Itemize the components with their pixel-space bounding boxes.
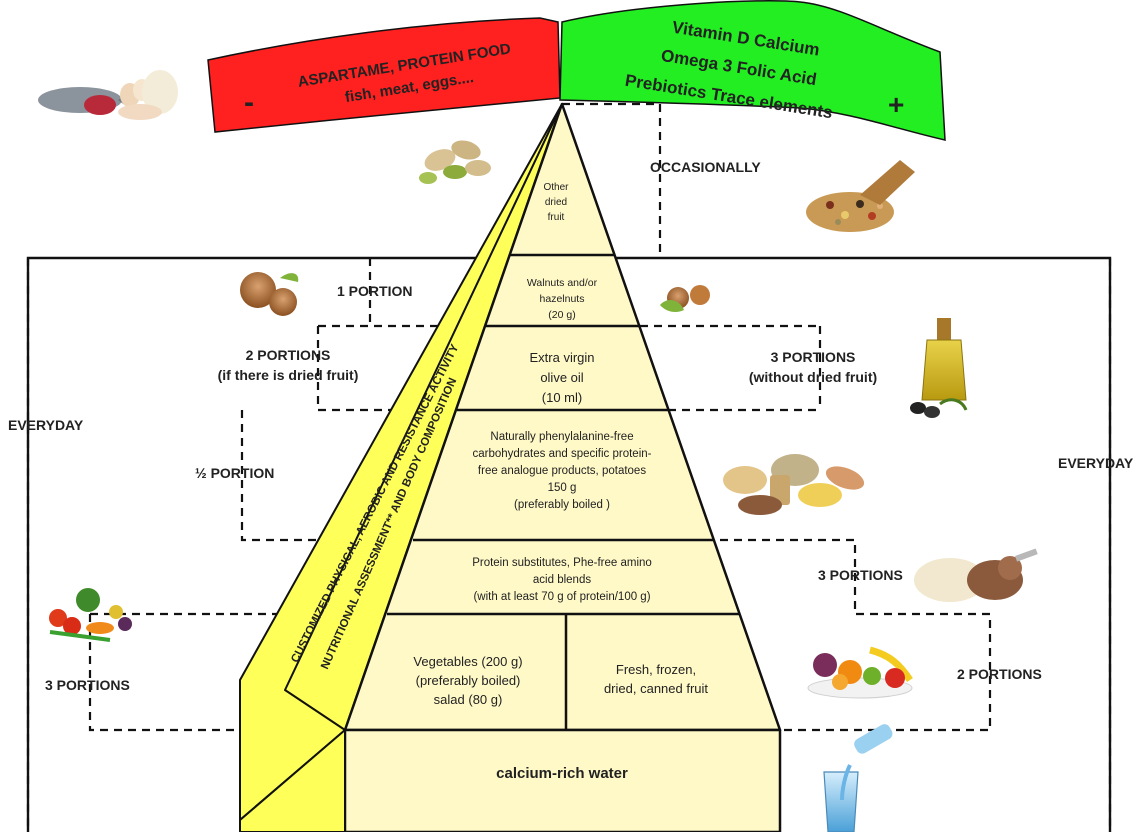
level-fruit: Fresh, frozen, dried, canned fruit: [604, 662, 708, 696]
two-portions-label: 2 PORTIONS: [246, 347, 331, 363]
svg-text:Naturally phenylalanine-free: Naturally phenylalanine-free: [490, 431, 633, 443]
svg-text:acid blends: acid blends: [533, 574, 591, 586]
one-portion-label: 1 PORTION: [337, 283, 412, 299]
fruit-bowl-image: [807, 646, 913, 699]
svg-text:Other: Other: [543, 182, 569, 193]
svg-text:salad (80 g): salad (80 g): [434, 692, 503, 707]
svg-text:(preferably boiled): (preferably boiled): [416, 673, 521, 688]
pistachio-image: [419, 140, 491, 184]
three-portions-oil-note: (without dried fruit): [749, 369, 877, 385]
svg-text:(20 g): (20 g): [548, 309, 575, 321]
svg-text:Walnuts and/or: Walnuts and/or: [527, 277, 598, 289]
svg-text:Vegetables (200 g): Vegetables (200 g): [413, 654, 522, 669]
occasionally-label: OCCASIONALLY: [650, 159, 761, 175]
olive-oil-bottle-image: [910, 318, 968, 418]
positive-banner: [559, 0, 946, 141]
svg-text:(with at least 70 g of protein: (with at least 70 g of protein/100 g): [473, 591, 650, 603]
three-portions-oil-label: 3 PORTIONS: [771, 349, 856, 365]
hazelnut-image: [660, 285, 710, 313]
negative-sign: -: [244, 86, 254, 119]
fish-meat-eggs-image: [38, 70, 178, 120]
svg-text:150 g: 150 g: [548, 482, 577, 494]
two-portions-fruit-label: 2 PORTIONS: [957, 666, 1042, 682]
svg-text:(preferably boiled ): (preferably boiled ): [514, 499, 610, 511]
three-portions-vegetables-label: 3 PORTIONS: [45, 677, 130, 693]
protein-powder-image: [914, 548, 1038, 602]
three-portions-protein-label: 3 PORTIONS: [818, 567, 903, 583]
vegetables-image: [49, 588, 132, 642]
svg-text:fruit: fruit: [548, 212, 565, 223]
svg-text:Extra virgin: Extra virgin: [529, 350, 594, 365]
svg-text:hazelnuts: hazelnuts: [540, 293, 585, 305]
level-olive-oil: Extra virgin olive oil (10 ml): [529, 350, 594, 405]
svg-text:dried: dried: [545, 197, 567, 208]
svg-text:Fresh, frozen,: Fresh, frozen,: [616, 662, 696, 677]
two-portions-note: (if there is dried fruit): [218, 367, 359, 383]
grains-and-pasta-image: [723, 454, 865, 515]
negative-banner: [207, 17, 561, 133]
legumes-scoop-image: [806, 160, 915, 232]
svg-text:carbohydrates and specific pro: carbohydrates and specific protein-: [473, 448, 652, 460]
svg-text:(10 ml): (10 ml): [542, 390, 582, 405]
level-vegetables: Vegetables (200 g) (preferably boiled) s…: [413, 654, 522, 707]
half-portion-label: ½ PORTION: [195, 465, 274, 481]
positive-sign: +: [888, 89, 904, 120]
level-carbohydrates: Naturally phenylalanine-free carbohydrat…: [473, 431, 652, 511]
svg-text:free analogue products, potato: free analogue products, potatoes: [478, 465, 646, 477]
pyramid: [239, 102, 782, 834]
water-glass-image: [823, 724, 893, 833]
everyday-left-label: EVERYDAY: [8, 417, 84, 433]
svg-text:dried, canned fruit: dried, canned fruit: [604, 681, 708, 696]
svg-text:Protein substitutes, Phe-free: Protein substitutes, Phe-free amino: [472, 557, 652, 569]
level-water: calcium-rich water: [496, 765, 628, 782]
level-walnuts: Walnuts and/or hazelnuts (20 g): [527, 277, 598, 321]
walnut-image: [240, 272, 299, 316]
level-dried-fruit: Other dried fruit: [543, 182, 569, 223]
svg-text:olive oil: olive oil: [540, 370, 583, 385]
everyday-right-label: EVERYDAY: [1058, 455, 1134, 471]
level-protein-substitutes: Protein substitutes, Phe-free amino acid…: [472, 557, 652, 603]
